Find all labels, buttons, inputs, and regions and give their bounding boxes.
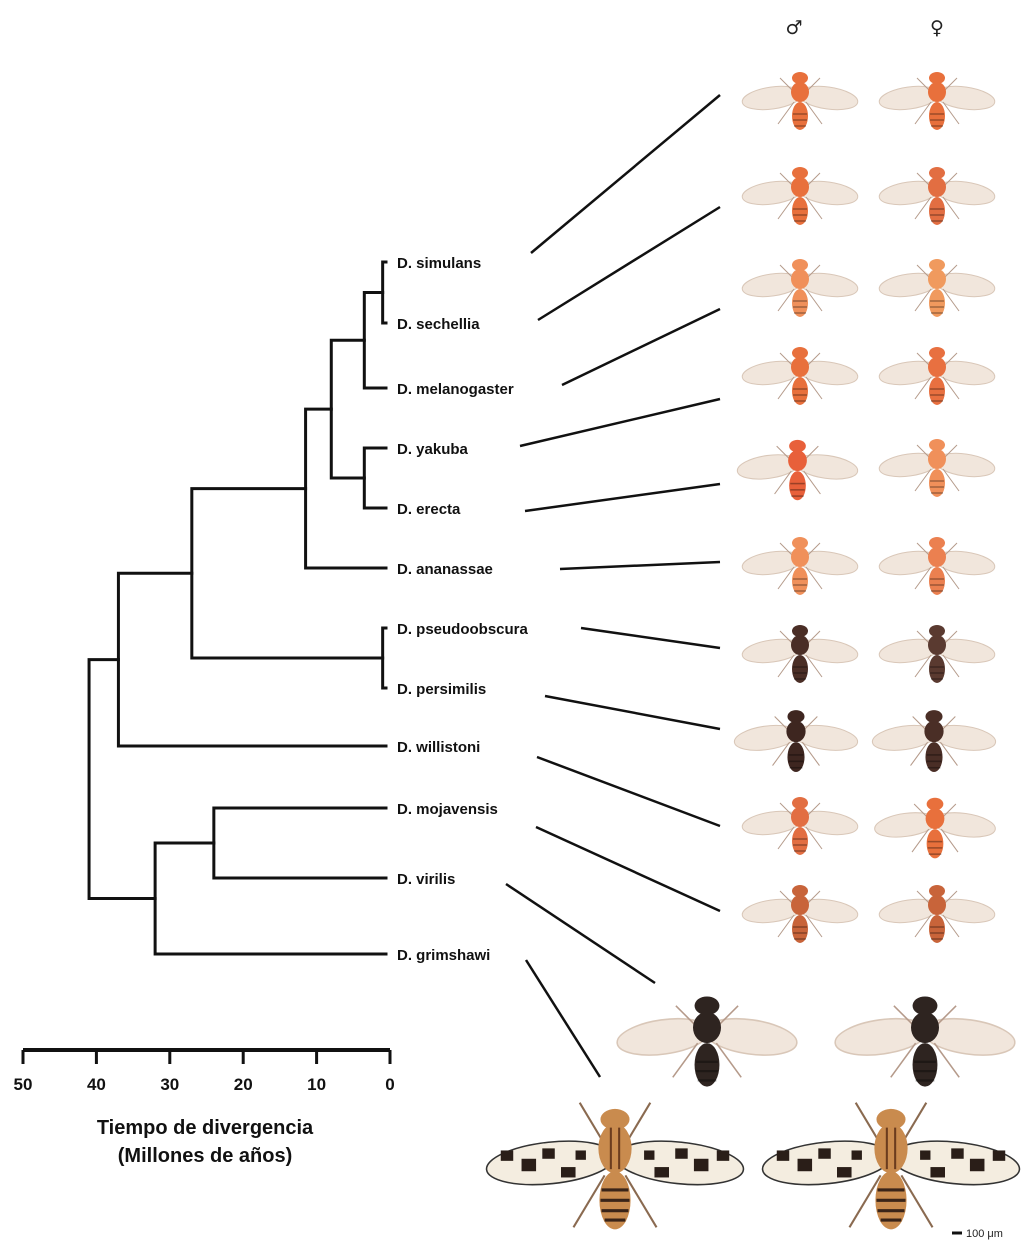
species-label-yakuba: D. yakuba <box>397 441 469 458</box>
fly-female-grimshawi <box>760 1103 1021 1230</box>
connector-mojavensis <box>536 827 720 911</box>
species-label-ananassae: D. ananassae <box>397 561 493 578</box>
connector-ananassae <box>560 562 720 569</box>
connector-lines <box>506 95 720 1077</box>
fly-male-yakuba <box>741 347 859 405</box>
fly-female-ananassae <box>878 537 996 595</box>
fly-male-ananassae <box>741 537 859 595</box>
branch-yakuba-erecta <box>364 448 386 508</box>
connector-persimilis <box>545 696 720 729</box>
species-label-erecta: D. erecta <box>397 501 461 518</box>
fly-female-simulans <box>878 72 996 130</box>
fly-female-erecta <box>878 439 996 497</box>
fly-male-erecta <box>736 440 859 500</box>
species-label-simulans: D. simulans <box>397 255 481 272</box>
branch-drosophila-subgenus <box>155 843 386 954</box>
fly-female-willistoni <box>873 798 997 859</box>
axis-title-line2: (Millones de años) <box>118 1145 292 1167</box>
tick-label-10: 10 <box>307 1075 326 1094</box>
branch-melanogaster-ananassae <box>306 409 386 568</box>
female-symbol: ♀ <box>930 17 944 39</box>
branch-mojavensis-virilis <box>214 808 386 878</box>
connector-melanogaster <box>562 309 720 385</box>
connector-grimshawi <box>526 960 600 1077</box>
fly-female-pseudoobscura <box>878 625 996 683</box>
connector-willistoni <box>537 757 720 826</box>
fly-female-virilis <box>833 996 1017 1086</box>
fly-male-pseudoobscura <box>741 625 859 683</box>
male-symbol: ♂ <box>785 17 802 39</box>
fly-male-persimilis <box>733 710 859 772</box>
phylogenetic-tree <box>89 262 386 954</box>
connector-virilis <box>506 884 655 983</box>
fly-female-yakuba <box>878 347 996 405</box>
connector-simulans <box>531 95 720 253</box>
fly-male-grimshawi <box>484 1103 745 1230</box>
fly-images <box>484 72 1021 1229</box>
species-label-pseudoobscura: D. pseudoobscura <box>397 621 529 638</box>
axis-title-line1: Tiempo de divergencia <box>97 1117 314 1139</box>
branch-sophophora-core <box>192 489 383 658</box>
fly-female-sechellia <box>878 167 996 225</box>
fly-female-mojavensis <box>878 885 996 943</box>
fly-male-virilis <box>615 996 799 1086</box>
species-label-sechellia: D. sechellia <box>397 316 480 333</box>
tick-label-40: 40 <box>87 1075 106 1094</box>
fly-male-melanogaster <box>741 259 859 317</box>
tick-label-50: 50 <box>14 1075 33 1094</box>
size-scale-label: 100 μm <box>966 1228 1003 1240</box>
species-label-grimshawi: D. grimshawi <box>397 947 490 964</box>
branch-sophophora-willistoni <box>118 573 386 746</box>
fly-male-simulans <box>741 72 859 130</box>
fly-female-persimilis <box>871 710 997 772</box>
fly-male-mojavensis <box>741 885 859 943</box>
time-axis: 50 40 30 20 10 0 Tiempo de divergencia (… <box>14 1050 395 1167</box>
species-label-persimilis: D. persimilis <box>397 681 486 698</box>
tick-label-0: 0 <box>385 1075 394 1094</box>
branch-melanogaster-subgroup <box>331 340 364 478</box>
species-label-willistoni: D. willistoni <box>397 739 480 756</box>
fly-male-sechellia <box>741 167 859 225</box>
tick-label-20: 20 <box>234 1075 253 1094</box>
fly-female-melanogaster <box>878 259 996 317</box>
fly-male-willistoni <box>741 797 859 855</box>
connector-erecta <box>525 484 720 511</box>
species-label-mojavensis: D. mojavensis <box>397 801 498 818</box>
species-labels: D. simulans D. sechellia D. melanogaster… <box>397 255 529 964</box>
tick-label-30: 30 <box>160 1075 179 1094</box>
branch-root <box>89 660 155 899</box>
species-label-melanogaster: D. melanogaster <box>397 381 514 398</box>
connector-yakuba <box>520 399 720 446</box>
species-label-virilis: D. virilis <box>397 871 455 888</box>
connector-pseudoobscura <box>581 628 720 648</box>
